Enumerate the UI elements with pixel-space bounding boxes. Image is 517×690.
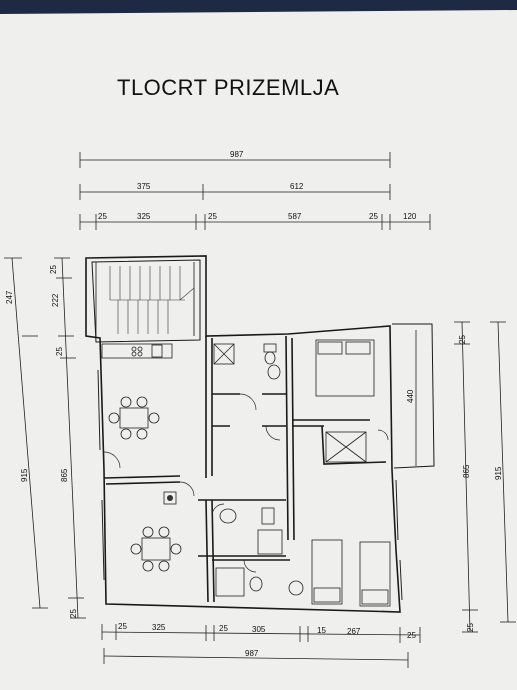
dim-bot-c1: 25 (118, 622, 127, 631)
dim-bot-c3: 25 (219, 624, 228, 633)
dim-top-b: 612 (290, 182, 304, 191)
dim-bot-c2: 325 (152, 623, 166, 632)
dim-top-c2: 325 (137, 212, 151, 221)
appliance-dot (167, 495, 173, 501)
terrace (392, 323, 435, 469)
paper (0, 8, 517, 690)
staircase (109, 266, 195, 336)
dim-top-total: 987 (230, 150, 244, 159)
bathroom-upper (213, 343, 281, 380)
dim-terrace: 440 (406, 389, 415, 403)
dim-top-c1: 25 (98, 212, 107, 221)
dim-top-c4: 587 (288, 212, 302, 221)
dim-right-inner-1: 25 (458, 335, 467, 344)
double-bed (315, 339, 375, 397)
door-swings (103, 393, 389, 573)
dim-left-inner-5: 25 (69, 609, 78, 618)
dim-left-outer-2: 915 (20, 468, 29, 482)
plan-title: TLOCRT PRIZEMLJA (117, 75, 339, 100)
dim-left-inner-4: 865 (60, 468, 69, 482)
dim-left-outer-1: 247 (5, 290, 14, 304)
dim-top-c5: 25 (369, 212, 378, 221)
dim-bot-c6: 267 (347, 627, 361, 636)
dimension-lines (4, 152, 516, 668)
dim-top-a: 375 (137, 182, 151, 191)
dim-bot-c4: 305 (252, 625, 266, 634)
dim-left-inner-2: 222 (51, 293, 60, 307)
dim-right-inner-2: 865 (462, 464, 471, 478)
appliance (163, 491, 177, 505)
walls (85, 255, 401, 613)
dim-bot-c5: 15 (317, 626, 326, 635)
dim-right-inner-3: 25 (466, 623, 475, 632)
dining-table-lower (130, 526, 182, 572)
windows (97, 369, 403, 601)
dimension-labels: 987 375 612 25 325 25 587 25 120 247 915… (5, 150, 503, 658)
dim-bot-c7: 25 (407, 631, 416, 640)
dining-table-upper (108, 396, 160, 440)
background-edge (0, 0, 517, 14)
dim-right-outer: 915 (494, 466, 503, 480)
dim-top-c6: 120 (403, 212, 417, 221)
dim-bot-total: 987 (245, 649, 259, 658)
dim-left-inner-1: 25 (49, 265, 58, 274)
bathroom-lower (215, 507, 304, 597)
shower-cross (325, 431, 367, 463)
dim-left-inner-3: 25 (55, 347, 64, 356)
kitchen-counter (101, 343, 173, 359)
single-beds (311, 539, 391, 607)
dim-top-c3: 25 (208, 212, 217, 221)
